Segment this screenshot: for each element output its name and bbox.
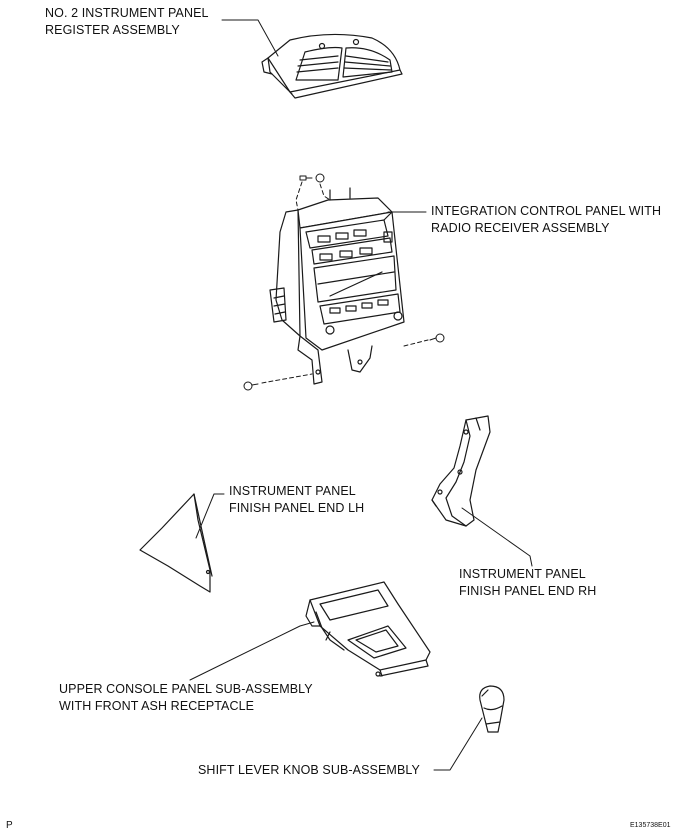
figure-id: E135738E01 xyxy=(630,822,671,829)
end-lh-leader xyxy=(195,493,225,539)
end-rh-leader xyxy=(461,507,533,567)
register-label-line2: REGISTER ASSEMBLY xyxy=(45,23,180,37)
finish-panel-end-lh-part xyxy=(139,493,213,593)
integration-label-line1: INTEGRATION CONTROL PANEL WITH xyxy=(431,204,662,218)
shift-knob-label-text: SHIFT LEVER KNOB SUB-ASSEMBLY xyxy=(198,763,420,777)
integration-control-panel-part xyxy=(269,187,405,385)
upper-console-panel-part xyxy=(305,581,431,677)
end-rh-label-line1: INSTRUMENT PANEL xyxy=(459,567,586,581)
shift-knob-leader xyxy=(433,717,483,771)
register-assembly-part xyxy=(261,33,403,99)
integration-label-line2: RADIO RECEIVER ASSEMBLY xyxy=(431,221,610,235)
integration-fasteners xyxy=(243,173,445,391)
end-rh-label-line2: FINISH PANEL END RH xyxy=(459,584,597,598)
register-leader xyxy=(221,19,279,57)
end-lh-label: INSTRUMENT PANEL FINISH PANEL END LH xyxy=(229,483,364,517)
console-label-line2: WITH FRONT ASH RECEPTACLE xyxy=(59,699,255,713)
end-lh-label-line1: INSTRUMENT PANEL xyxy=(229,484,356,498)
end-lh-label-line2: FINISH PANEL END LH xyxy=(229,501,365,515)
page-mark: P xyxy=(6,820,13,831)
end-rh-label: INSTRUMENT PANEL FINISH PANEL END RH xyxy=(459,566,596,600)
finish-panel-end-rh-part xyxy=(431,415,491,527)
shift-knob-part xyxy=(479,685,505,733)
integration-label: INTEGRATION CONTROL PANEL WITH RADIO REC… xyxy=(431,203,661,237)
register-label: NO. 2 INSTRUMENT PANEL REGISTER ASSEMBLY xyxy=(45,5,209,39)
register-label-line1: NO. 2 INSTRUMENT PANEL xyxy=(45,6,209,20)
shift-knob-label: SHIFT LEVER KNOB SUB-ASSEMBLY xyxy=(198,762,420,779)
console-leader xyxy=(189,621,315,681)
console-label-line1: UPPER CONSOLE PANEL SUB-ASSEMBLY xyxy=(59,682,313,696)
console-label: UPPER CONSOLE PANEL SUB-ASSEMBLY WITH FR… xyxy=(59,681,313,715)
